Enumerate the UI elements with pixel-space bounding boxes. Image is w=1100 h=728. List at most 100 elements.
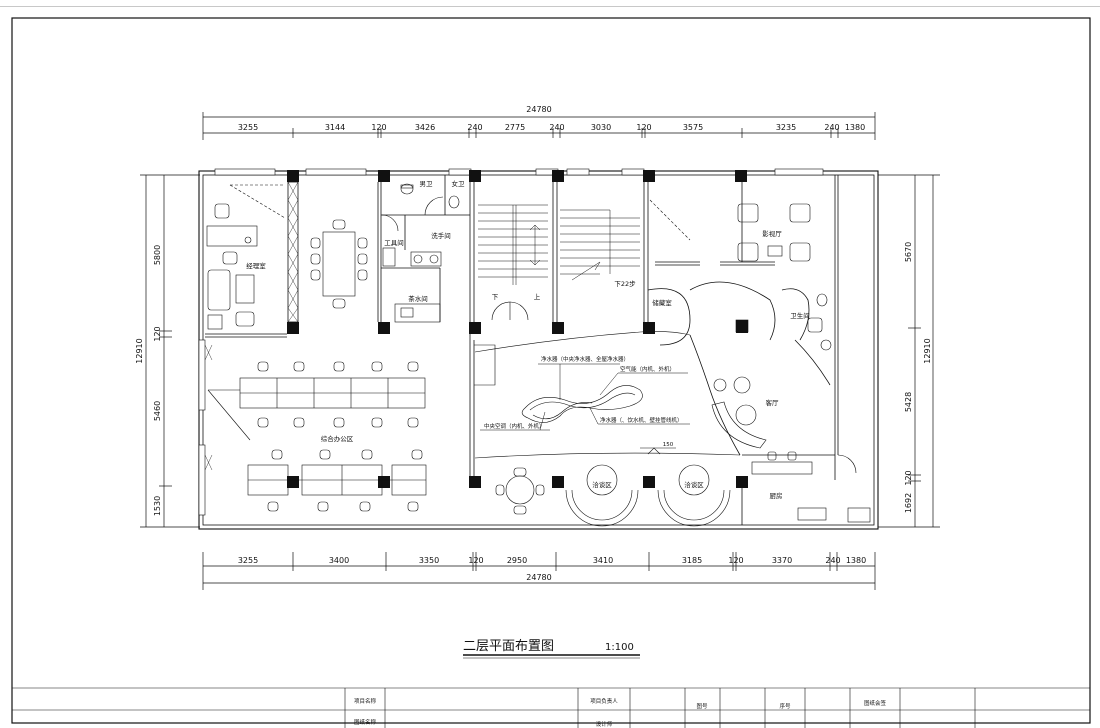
stair-doors	[474, 301, 529, 386]
equipment-leaders	[480, 363, 690, 431]
svg-text:3400: 3400	[329, 556, 349, 565]
sheet-border	[11, 17, 1091, 724]
room-negotiation-1-label: 洽谈区	[592, 480, 612, 489]
annotation-air-purifier: 空气能（内机、外机）	[620, 365, 675, 373]
outer-walls	[198, 170, 879, 530]
office-chairs	[257, 361, 423, 512]
page-top-rule	[0, 6, 1100, 7]
svg-text:5670: 5670	[904, 242, 913, 262]
svg-text:240: 240	[549, 123, 564, 132]
living-room-furniture	[711, 293, 832, 449]
manager-room-furniture	[206, 184, 286, 330]
room-manager-label: 经理室	[246, 261, 266, 270]
interior-walls	[205, 175, 836, 525]
svg-text:120: 120	[468, 556, 483, 565]
room-open-office-label: 综合办公区	[321, 434, 354, 443]
room-labels: 经理室 男卫 女卫 洗手间 工具间 茶水间 下 上 下22步 影视厅 储藏室 卫…	[246, 179, 810, 500]
left-dimension-chain	[140, 174, 200, 528]
svg-text:120: 120	[153, 326, 162, 341]
purifier-display	[521, 385, 643, 423]
tb-drawing-no: 图号	[696, 702, 708, 710]
svg-text:240: 240	[467, 123, 482, 132]
structural-columns	[287, 170, 748, 488]
kitchen-fixtures	[751, 451, 871, 523]
svg-text:1380: 1380	[846, 556, 866, 565]
tb-countersign: 图纸会签	[864, 699, 887, 707]
annotation-purifier-2: 净水器（、饮水机、壁挂管线机）	[600, 416, 683, 424]
drawing-scale: 1:100	[605, 642, 634, 653]
svg-text:3575: 3575	[683, 123, 703, 132]
wc-fixtures	[381, 183, 460, 323]
bottom-total-dimension: 24780	[526, 573, 551, 582]
tb-project-lead: 项目负责人	[590, 697, 618, 705]
top-total-dimension: 24780	[526, 105, 551, 114]
corridor-curve-top	[474, 331, 691, 353]
stairs-right	[560, 209, 640, 281]
svg-text:2775: 2775	[505, 123, 525, 132]
video-hall-seats	[649, 199, 811, 262]
curved-walls	[647, 281, 831, 456]
bottom-dimension-chain	[202, 552, 876, 590]
stairs-note-label: 下22步	[614, 280, 636, 288]
room-kitchen-label: 厨房	[770, 491, 783, 500]
svg-text:3185: 3185	[682, 556, 702, 565]
room-restroom-label: 卫生间	[790, 311, 810, 320]
svg-text:120: 120	[904, 470, 913, 485]
office-desks	[207, 377, 427, 496]
tb-sequence: 序号	[779, 702, 791, 710]
left-total-dimension: 12910	[135, 338, 144, 363]
svg-text:1692: 1692	[904, 493, 913, 513]
svg-text:3030: 3030	[591, 123, 611, 132]
bottom-segment-labels: 3255 3400 3350 120 2950 3410 3185 120 33…	[238, 556, 866, 565]
partition-lattice	[204, 181, 299, 471]
room-tea-label: 茶水间	[408, 294, 428, 303]
tb-designer: 设计师	[596, 720, 613, 728]
level-marker	[640, 447, 676, 455]
svg-text:120: 120	[371, 123, 386, 132]
svg-text:1380: 1380	[845, 123, 865, 132]
top-dimension-chain	[202, 112, 876, 140]
room-video-hall-label: 影视厅	[762, 229, 782, 238]
windows	[198, 168, 824, 516]
room-negotiation-2-label: 洽谈区	[684, 480, 704, 489]
right-total-dimension: 12910	[923, 338, 932, 363]
room-female-wc-label: 女卫	[452, 179, 466, 188]
room-male-wc-label: 男卫	[420, 180, 434, 188]
svg-text:5460: 5460	[153, 401, 162, 421]
svg-text:3144: 3144	[325, 123, 345, 132]
svg-text:120: 120	[728, 556, 743, 565]
negotiation-tables	[495, 464, 731, 527]
svg-text:3255: 3255	[238, 556, 258, 565]
level-mark-value: 150	[663, 442, 674, 448]
svg-text:3410: 3410	[593, 556, 613, 565]
room-living-label: 客厅	[766, 398, 780, 407]
svg-text:240: 240	[825, 556, 840, 565]
svg-text:2950: 2950	[507, 556, 527, 565]
corridor-curve	[474, 452, 741, 459]
svg-text:120: 120	[636, 123, 651, 132]
stairs-up-label: 上	[534, 292, 541, 301]
tb-drawing-name: 图纸名称	[354, 718, 377, 726]
room-storage-label: 储藏室	[652, 298, 672, 307]
right-dimension-chain	[878, 174, 940, 528]
svg-text:5800: 5800	[153, 245, 162, 265]
annotation-central-ac: 中央空调（内机、外机）	[484, 422, 545, 430]
title-block-labels: 项目名称 图纸名称 项目负责人 设计师 图号 序号 图纸会签	[354, 697, 887, 728]
svg-text:3235: 3235	[776, 123, 796, 132]
annotation-purifier-main: 净水器（中央净水器、全屋净水器）	[541, 355, 629, 363]
room-tools-label: 工具间	[384, 239, 404, 247]
title-block	[12, 687, 1090, 728]
svg-text:1530: 1530	[153, 496, 162, 516]
svg-text:3255: 3255	[238, 123, 258, 132]
svg-text:5428: 5428	[904, 392, 913, 412]
stairs-down-label: 下	[492, 293, 499, 301]
tb-project-name: 项目名称	[354, 697, 377, 705]
top-segment-labels: 3255 3144 120 3426 240 2775 240 3030 120…	[238, 123, 865, 132]
left-segment-labels: 5800 120 5460 1530	[153, 245, 162, 516]
room-wash-label: 洗手间	[431, 231, 451, 240]
svg-text:240: 240	[824, 123, 839, 132]
svg-text:3370: 3370	[772, 556, 792, 565]
drawing-title: 二层平面布置图	[463, 639, 554, 654]
right-segment-labels: 5670 5428 120 1692	[904, 242, 913, 513]
